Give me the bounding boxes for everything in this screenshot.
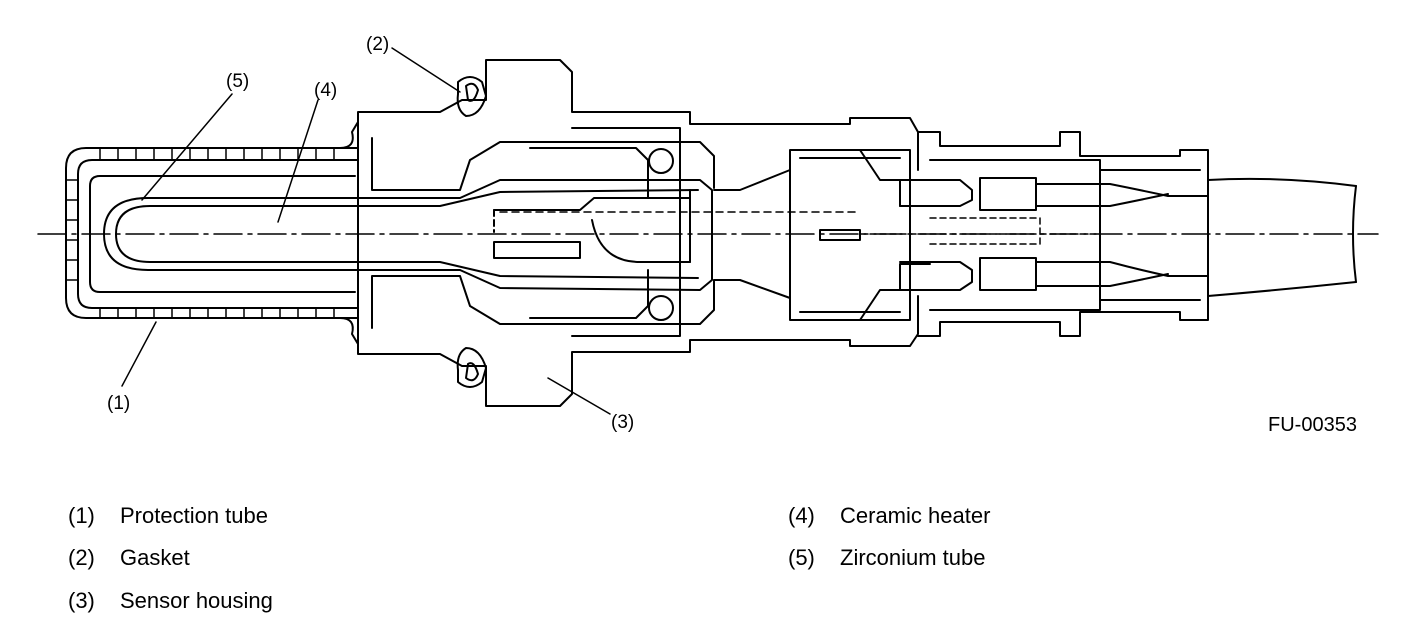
callout-1: (1) [107, 393, 130, 414]
zirconium-tube [103, 179, 713, 291]
ceramic-heater [493, 189, 861, 263]
legend-label: Zirconium tube [840, 545, 986, 570]
legend-number: (3) [68, 588, 95, 613]
terminal-assembly [789, 131, 1209, 337]
gasket [456, 76, 487, 388]
legend-label: Ceramic heater [840, 503, 991, 528]
protection-tube [65, 121, 359, 345]
legend-item-protection-tube: (1) Protection tube [68, 503, 268, 529]
sensor-cable [1207, 177, 1357, 297]
callout-3: (3) [611, 412, 634, 433]
callout-4: (4) [314, 80, 337, 101]
figure-id: FU-00353 [1268, 414, 1357, 436]
sensor-housing [357, 59, 919, 407]
callout-2: (2) [366, 34, 389, 55]
legend-number: (2) [68, 545, 95, 570]
legend-number: (1) [68, 503, 95, 528]
legend-number: (5) [788, 545, 815, 570]
legend-label: Gasket [120, 545, 190, 570]
legend-label: Protection tube [120, 503, 268, 528]
legend-number: (4) [788, 503, 815, 528]
legend-item-zirconium-tube: (5) Zirconium tube [788, 545, 986, 571]
oxygen-sensor-cutaway-diagram: (1) (2) (3) (4) (5) FU-00353 [37, 34, 1379, 436]
legend-label: Sensor housing [120, 588, 273, 613]
legend-item-sensor-housing: (3) Sensor housing [68, 588, 273, 614]
leader-lines [121, 47, 611, 415]
callout-5: (5) [226, 71, 249, 92]
legend-item-ceramic-heater: (4) Ceramic heater [788, 503, 990, 529]
legend-item-gasket: (2) Gasket [68, 545, 190, 571]
